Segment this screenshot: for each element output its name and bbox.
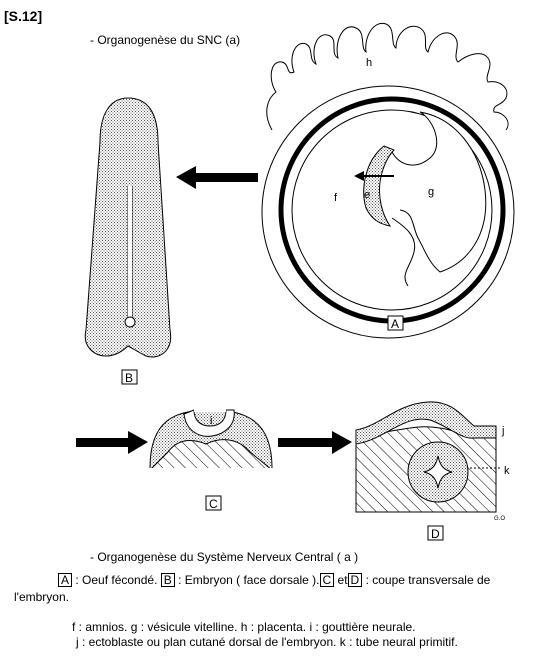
legend-b-text: : Embryon ( face dorsale ). <box>178 573 320 587</box>
figure-a: e f g h A <box>261 22 515 339</box>
legend-d-text: : coupe transversale de <box>365 573 491 587</box>
box-label-a: A <box>391 317 399 331</box>
box-label-d: D <box>431 527 440 541</box>
legend-line-1: A : Oeuf fécondé. B : Embryon ( face dor… <box>58 573 490 588</box>
embryo-crescent <box>363 145 395 227</box>
legend-a-text: : Oeuf fécondé. <box>75 573 158 587</box>
ectoblast-band <box>355 401 497 445</box>
label-k: k <box>504 465 510 477</box>
credit-text: G.O <box>494 516 505 522</box>
figure-c: i C <box>149 404 273 511</box>
figure-d: j k G.O D <box>355 401 510 541</box>
legend-line-2: l'embryon. <box>14 590 69 604</box>
yolk-sac <box>391 111 487 273</box>
arrow-c-to-d <box>278 431 352 454</box>
label-e: e <box>364 189 370 201</box>
label-f: f <box>334 192 338 204</box>
label-i: i <box>210 415 212 427</box>
legend-box-c: C <box>319 573 335 587</box>
legend-box-a: A <box>58 573 73 587</box>
label-g: g <box>428 186 434 198</box>
label-h: h <box>366 57 372 69</box>
arrow-a-to-b <box>176 166 258 189</box>
legend-box-b: B <box>160 573 175 587</box>
box-label-c: C <box>209 497 218 511</box>
legend-box-d: D <box>347 573 363 587</box>
legend-et: et <box>337 573 348 587</box>
legend-line-3: f : amnios. g : vésicule vitelline. h : … <box>72 620 416 634</box>
bottom-title: - Organogenèse du Système Nerveux Centra… <box>90 550 359 564</box>
yolk-sac-lower <box>391 217 416 287</box>
label-j: j <box>501 425 504 437</box>
arrow-to-c <box>76 431 148 454</box>
figure-b: B <box>84 97 172 385</box>
top-title: - Organogenèse du SNC (a) <box>90 33 241 47</box>
slide-id: [S.12] <box>4 8 43 24</box>
legend-line-4: j : ectoblaste ou plan cutané dorsal de … <box>76 635 458 649</box>
box-label-b: B <box>125 371 133 385</box>
